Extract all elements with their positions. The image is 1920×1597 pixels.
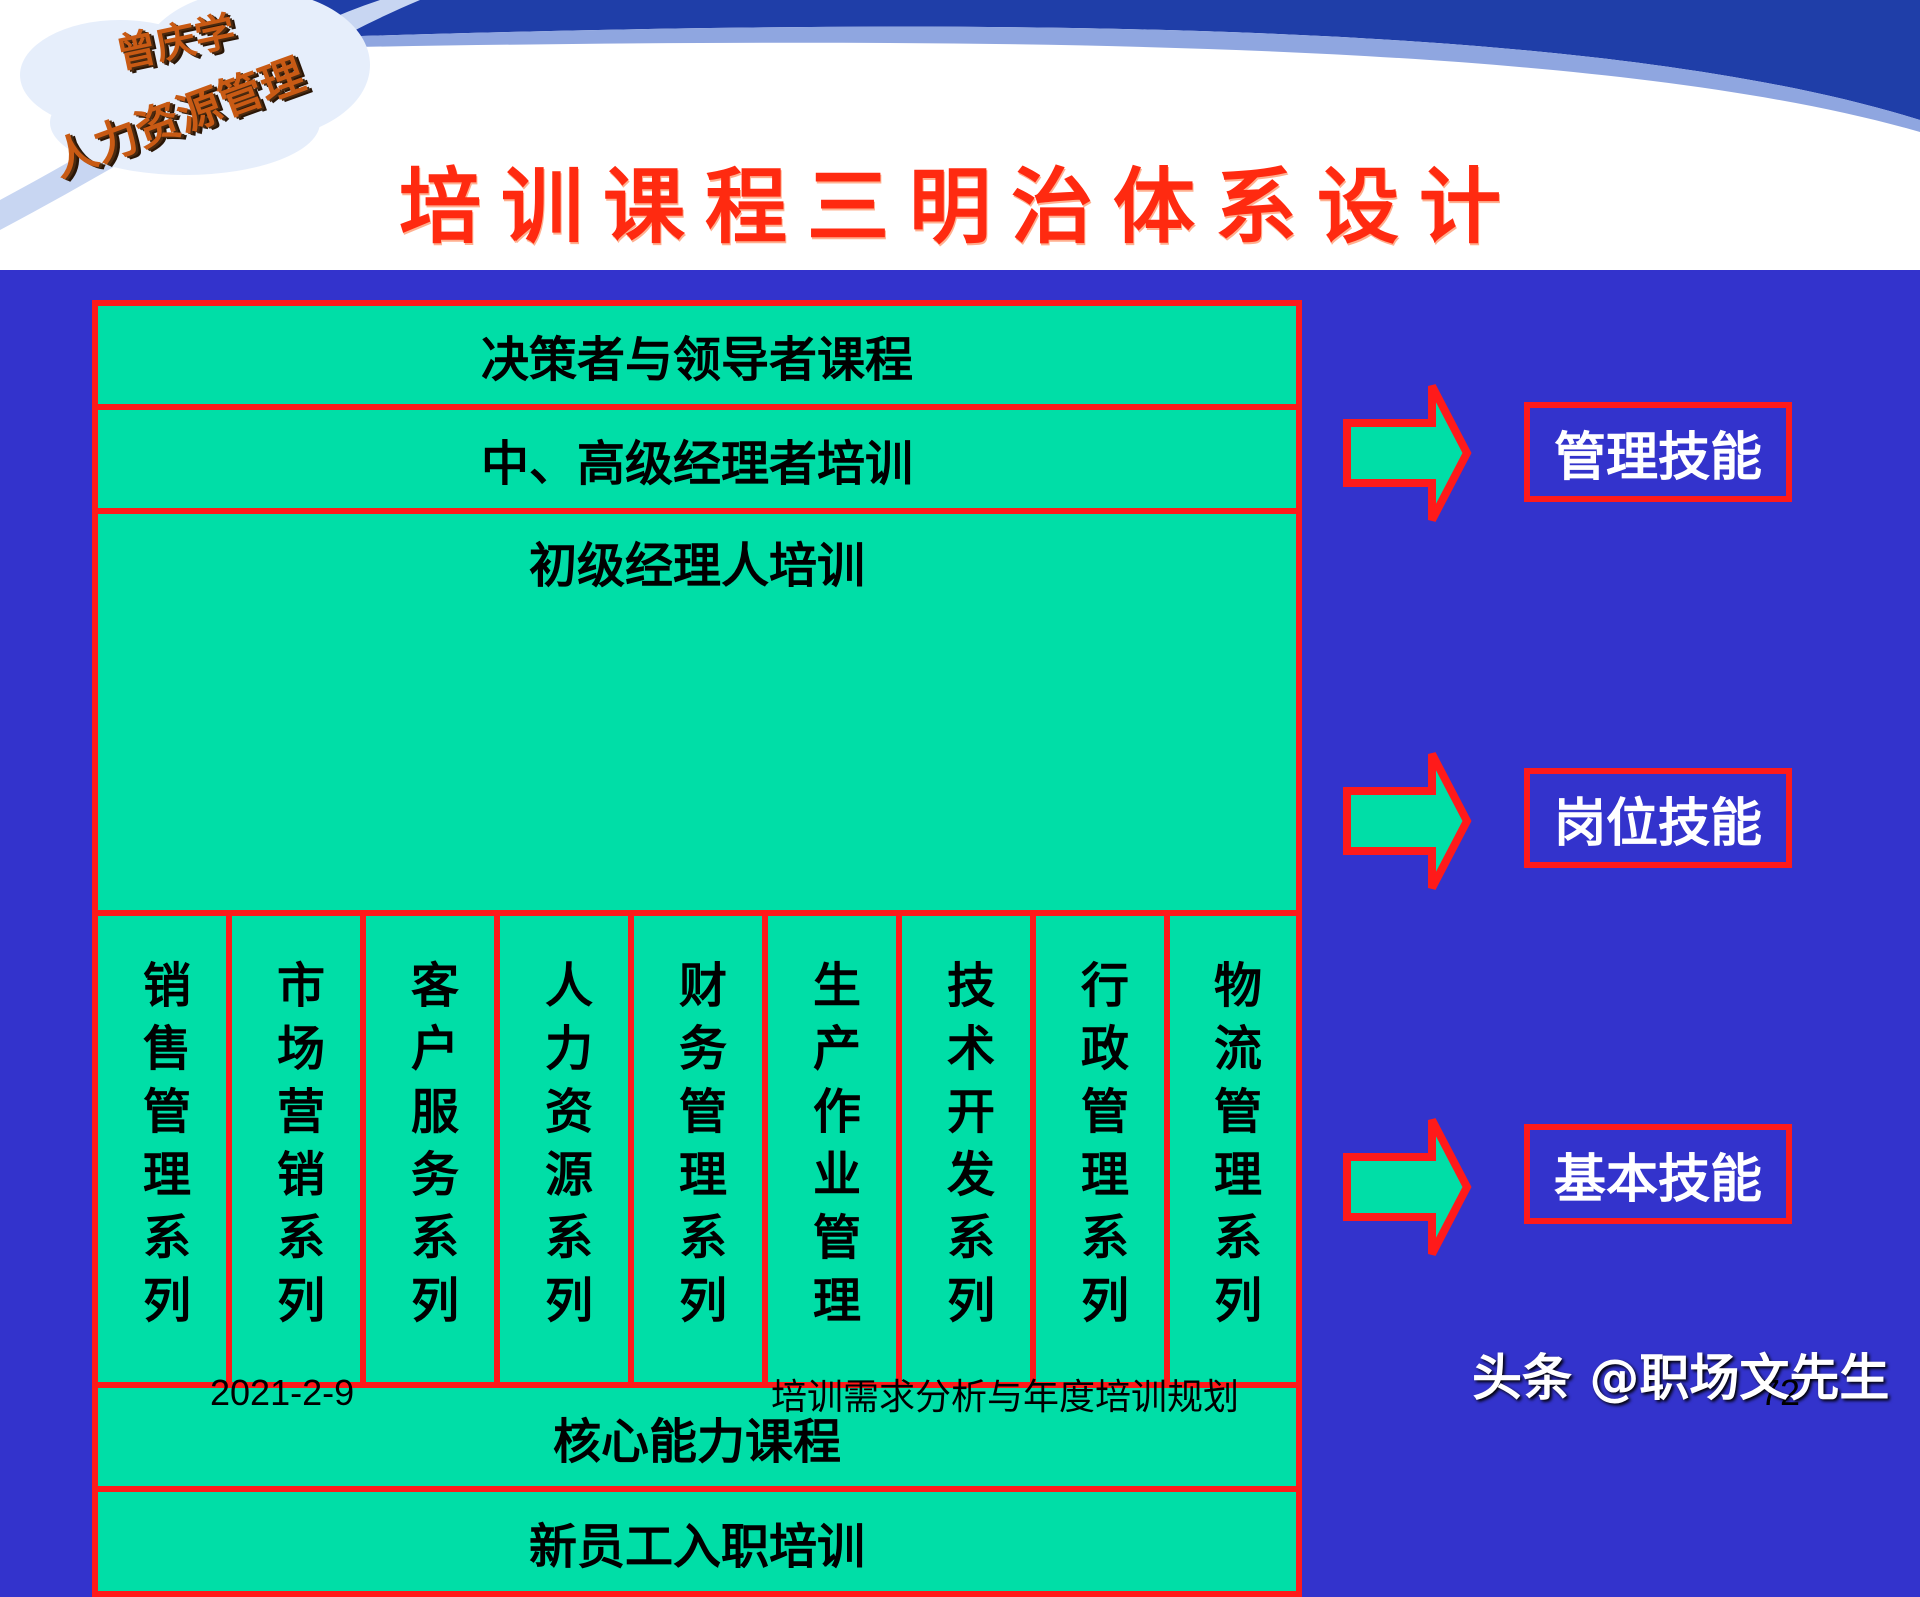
page-number: 72 [1760,1372,1801,1413]
sandwich-diagram: 决策者与领导者课程 中、高级经理者培训 初级经理人培训 销售管理系列 市场营销系… [92,300,1302,1597]
slide-title: 培训课程三明治体系设计 [398,159,1521,255]
logo: 曾庆学 人力资源管理 [10,0,390,187]
header-swoosh-decoration [0,0,1920,230]
watermark: 头条 @职场文先生 [1472,1349,1890,1407]
series-label: 销售管理系列 [134,960,190,1338]
series-label: 财务管理系列 [670,960,726,1338]
series-human-resources: 人力资源系列 [494,910,634,1388]
slide-header: 曾庆学 人力资源管理 培训课程三明治体系设计 [0,0,1920,270]
series-production: 生产作业管理 [762,910,902,1388]
series-sales: 销售管理系列 [92,910,232,1388]
skill-basic: 基本技能 [1524,1124,1792,1224]
right-arrow-icon [1343,1118,1472,1256]
level-junior-manager-label: 初级经理人培训 [92,508,1302,608]
series-customer-service: 客户服务系列 [360,910,500,1388]
right-arrow-icon [1343,752,1472,890]
series-label: 生产作业管理 [804,960,860,1338]
level-leadership-course: 决策者与领导者课程 [92,300,1302,410]
right-arrow-icon [1343,384,1472,522]
series-label: 行政管理系列 [1072,960,1128,1338]
skill-management: 管理技能 [1524,402,1792,502]
level-senior-manager-training: 中、高级经理者培训 [92,404,1302,514]
series-administration: 行政管理系列 [1030,910,1170,1388]
series-marketing: 市场营销系列 [226,910,366,1388]
skill-position: 岗位技能 [1524,768,1792,868]
level-new-employee-onboarding: 新员工入职培训 [92,1486,1302,1597]
series-label: 技术开发系列 [938,960,994,1338]
footer-title: 培训需求分析与年度培训规划 [770,1377,1239,1418]
series-technology: 技术开发系列 [896,910,1036,1388]
series-label: 客户服务系列 [402,960,458,1338]
series-label: 市场营销系列 [268,960,324,1338]
series-logistics: 物流管理系列 [1164,910,1302,1388]
series-label: 物流管理系列 [1205,960,1261,1338]
series-label: 人力资源系列 [536,960,592,1338]
footer-date: 2021-2-9 [210,1372,355,1413]
series-finance: 财务管理系列 [628,910,768,1388]
